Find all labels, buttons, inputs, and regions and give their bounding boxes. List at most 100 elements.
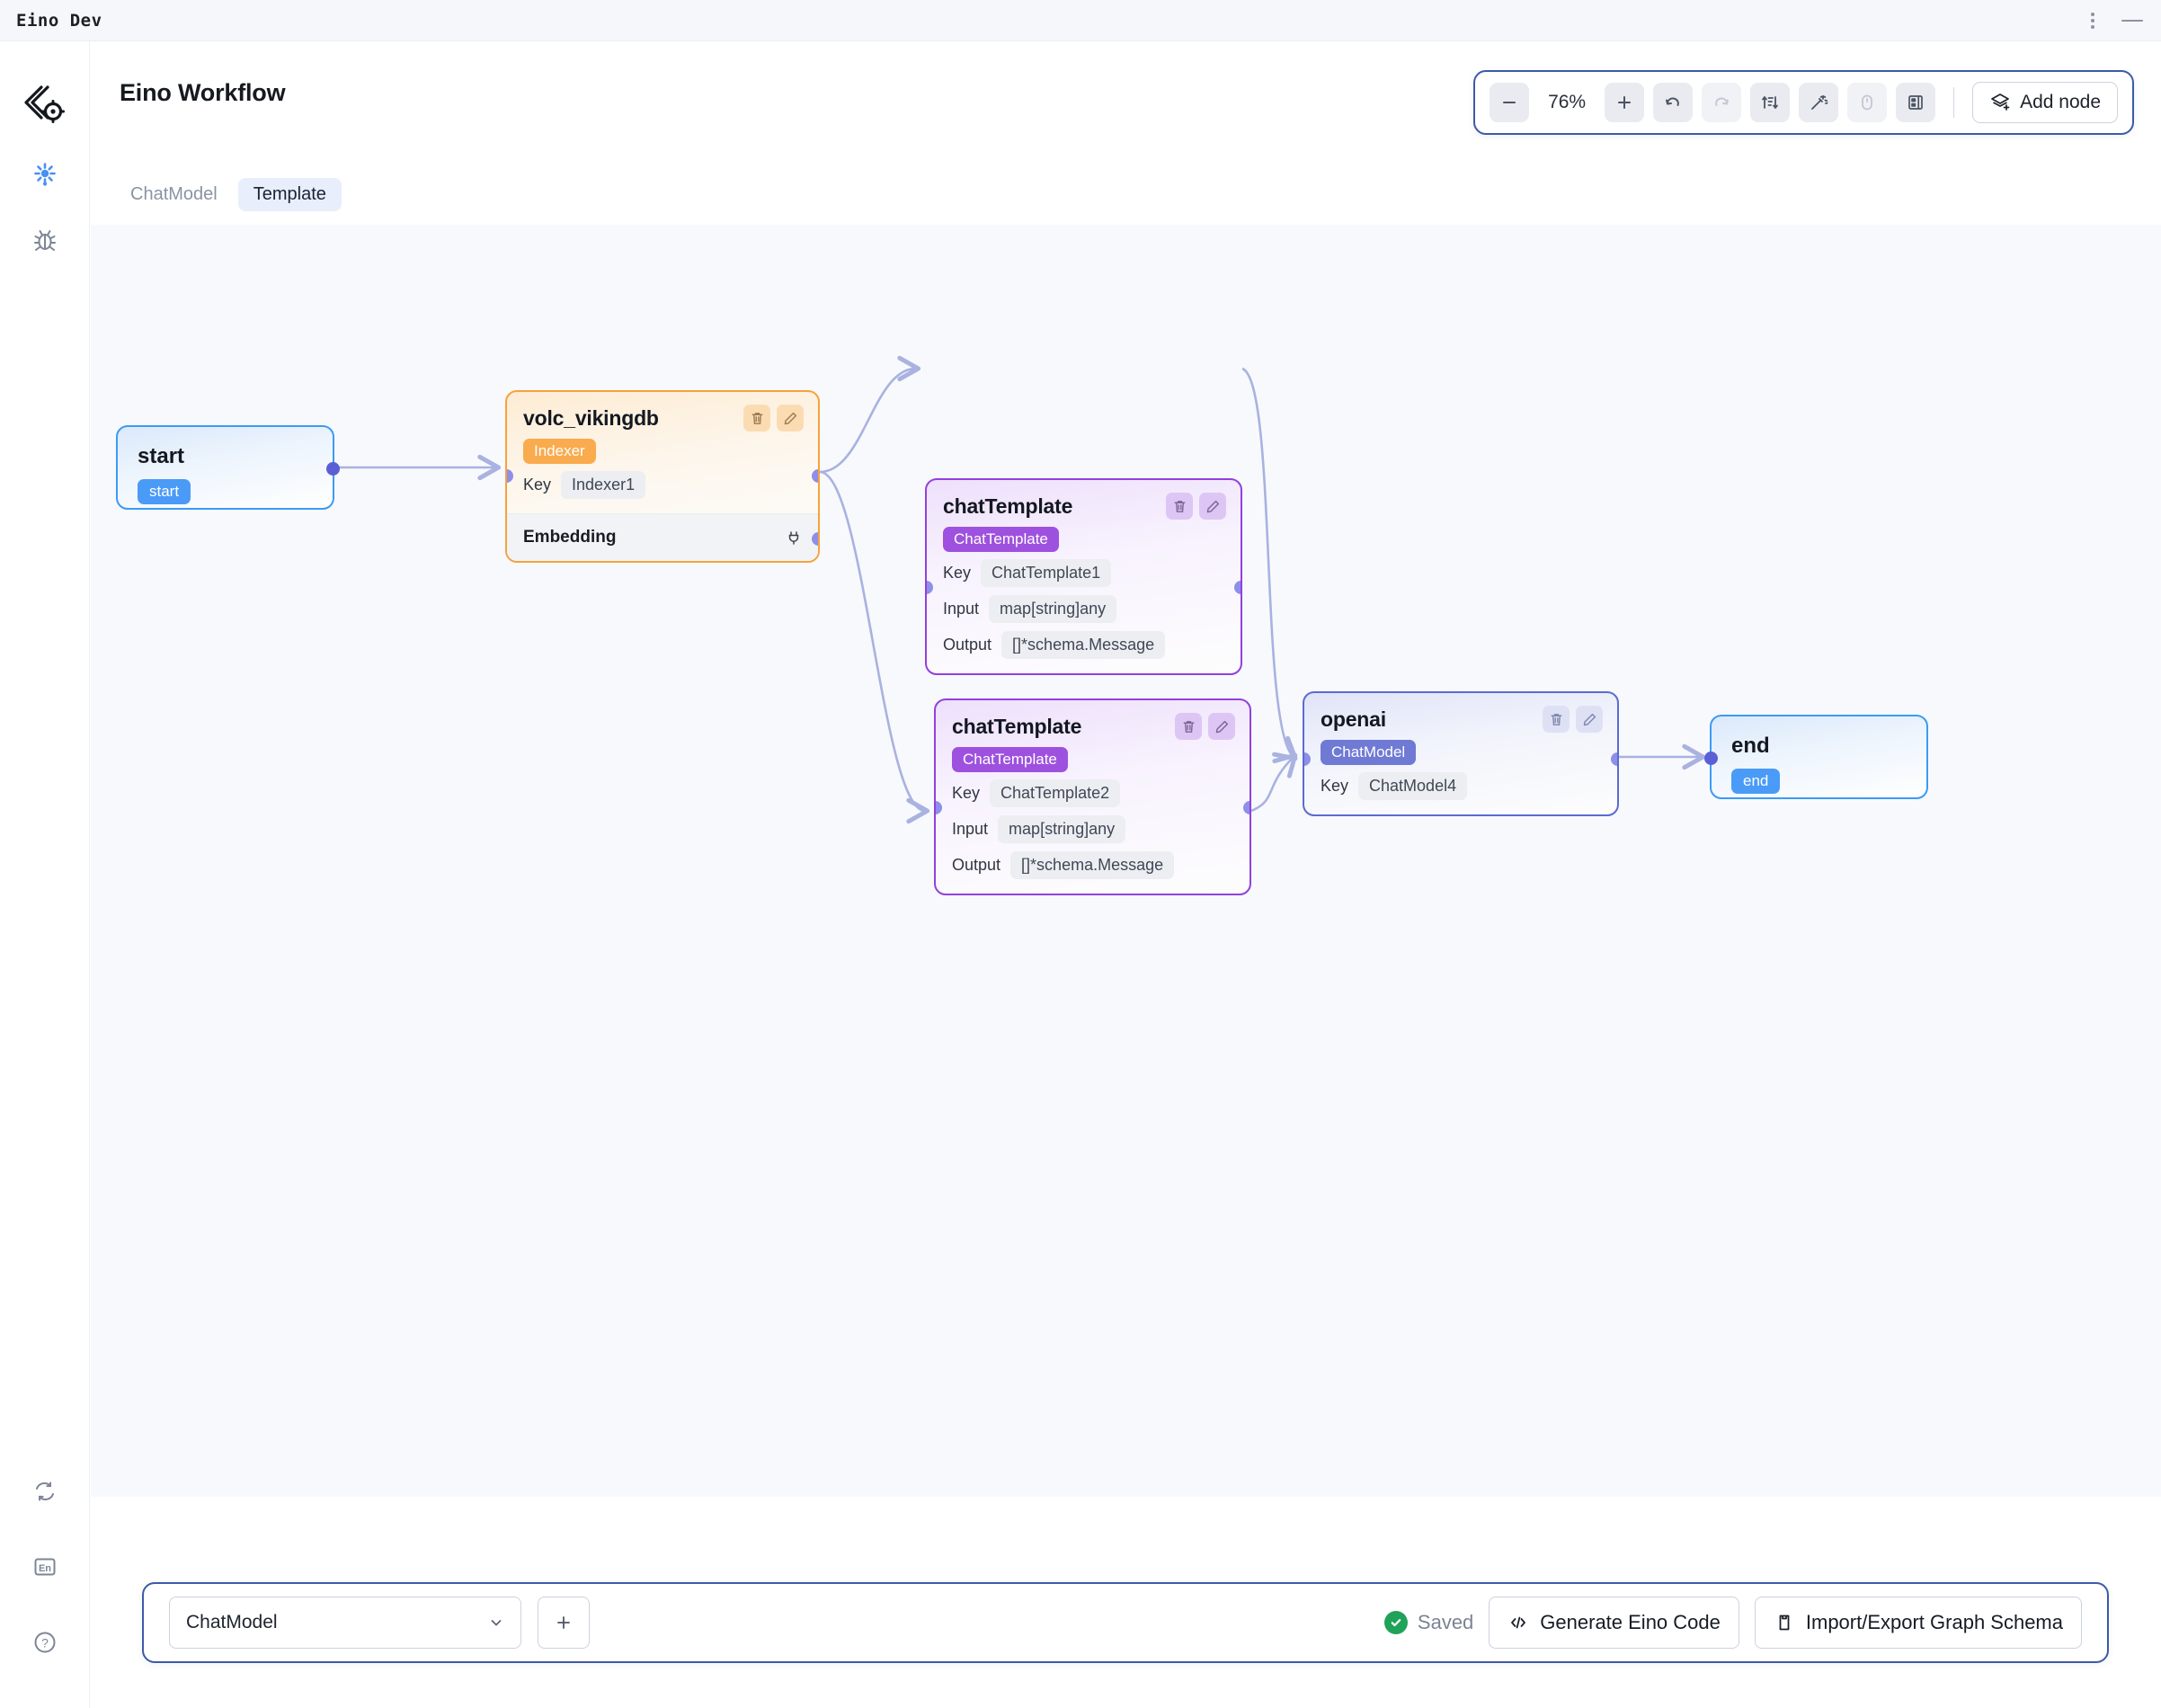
add-node-label: Add node xyxy=(2020,92,2101,112)
trash-icon[interactable] xyxy=(743,405,770,431)
check-circle-icon xyxy=(1383,1611,1408,1634)
node-chattemplate-2-badge: ChatTemplate xyxy=(952,747,1068,772)
row-label: Key xyxy=(1321,777,1349,795)
node-section-label: Embedding xyxy=(523,528,617,547)
layers-add-icon xyxy=(1989,92,2011,113)
undo-button[interactable] xyxy=(1653,83,1694,122)
zoom-level-label: 76% xyxy=(1548,92,1587,112)
node-end-badge: end xyxy=(1731,769,1781,795)
node-row: Key ChatTemplate2 xyxy=(952,779,1233,807)
clipboard-icon xyxy=(1774,1612,1795,1633)
redo-button[interactable] xyxy=(1702,83,1742,122)
handle-vikingdb-in[interactable] xyxy=(507,469,513,483)
chevron-down-icon xyxy=(488,1615,504,1631)
handle-chattemplate-1-out[interactable] xyxy=(1234,581,1241,594)
sidebar-item-debug[interactable] xyxy=(30,225,60,255)
sidebar-nav xyxy=(0,158,90,255)
add-node-button[interactable]: Add node xyxy=(1972,82,2118,123)
row-label: Input xyxy=(952,820,989,838)
kebab-menu-icon[interactable] xyxy=(2084,7,2102,34)
node-section-embedding[interactable]: Embedding xyxy=(507,513,818,561)
handle-openai-out[interactable] xyxy=(1611,752,1617,766)
help-circle-icon[interactable]: ? xyxy=(30,1627,60,1658)
window-controls xyxy=(2084,0,2148,41)
zoom-in-button[interactable] xyxy=(1605,83,1645,122)
handle-vikingdb-out[interactable] xyxy=(812,469,818,483)
edge-chattemplate1-to-openai xyxy=(1241,367,1298,761)
node-openai[interactable]: openai ChatModel Key ChatMod xyxy=(1303,691,1619,816)
sync-icon[interactable] xyxy=(30,1476,60,1507)
bottom-action-bar: ChatModel Saved Generate Eino Code xyxy=(142,1582,2109,1663)
node-volc-vikingdb[interactable]: volc_vikingdb Indexer Key In xyxy=(505,390,820,563)
node-start-title: start xyxy=(138,444,185,468)
svg-text:En: En xyxy=(39,1563,51,1574)
mouse-button[interactable] xyxy=(1847,83,1888,122)
row-value: []*schema.Message xyxy=(1010,851,1175,879)
node-type-select-value: ChatModel xyxy=(186,1612,278,1632)
pencil-icon[interactable] xyxy=(1199,493,1226,520)
node-row: Output []*schema.Message xyxy=(943,631,1224,659)
add-node-type-button[interactable] xyxy=(538,1597,590,1649)
handle-chattemplate-2-in[interactable] xyxy=(936,801,942,814)
import-export-schema-button[interactable]: Import/Export Graph Schema xyxy=(1754,1597,2082,1649)
node-chattemplate-2[interactable]: chatTemplate ChatTemplate Key xyxy=(934,698,1251,895)
handle-end-in[interactable] xyxy=(1704,752,1718,765)
handle-start-out[interactable] xyxy=(326,462,340,476)
pencil-icon[interactable] xyxy=(1576,706,1603,733)
bottom-bar-right: Saved Generate Eino Code Import/Export G… xyxy=(1383,1597,2082,1649)
left-sidebar: En ? xyxy=(0,41,90,1708)
handle-chattemplate-1-in[interactable] xyxy=(927,581,933,594)
page-title: Eino Workflow xyxy=(120,79,286,106)
row-value: map[string]any xyxy=(989,595,1117,623)
pencil-icon[interactable] xyxy=(777,405,804,431)
code-icon xyxy=(1507,1612,1529,1633)
svg-text:?: ? xyxy=(41,1636,49,1650)
handle-vikingdb-embedding-out[interactable] xyxy=(812,532,818,546)
node-openai-rows: Key ChatModel4 xyxy=(1304,765,1617,814)
node-actions xyxy=(1166,493,1226,520)
trash-icon[interactable] xyxy=(1543,706,1570,733)
node-start[interactable]: start start xyxy=(116,425,340,510)
trash-icon[interactable] xyxy=(1166,493,1193,520)
node-row: Key ChatModel4 xyxy=(1321,772,1601,800)
node-chattemplate-1-badge: ChatTemplate xyxy=(943,527,1059,552)
node-row: Input map[string]any xyxy=(943,595,1224,623)
row-value: map[string]any xyxy=(998,815,1126,843)
row-value: ChatTemplate2 xyxy=(990,779,1121,807)
node-row: Key ChatTemplate1 xyxy=(943,559,1224,587)
panel-layout-button[interactable] xyxy=(1896,83,1936,122)
tab-chatmodel[interactable]: ChatModel xyxy=(130,184,218,204)
node-row: Key Indexer1 xyxy=(523,471,802,499)
node-chattemplate-1-title: chatTemplate xyxy=(943,494,1073,518)
zoom-out-button[interactable] xyxy=(1490,83,1530,122)
node-end[interactable]: end end xyxy=(1704,715,1928,799)
handle-openai-in[interactable] xyxy=(1304,752,1311,766)
row-value: ChatModel4 xyxy=(1358,772,1468,800)
plus-icon xyxy=(554,1613,574,1632)
workflow-canvas[interactable]: start start volc_vikingdb Index xyxy=(91,225,2161,1497)
language-en-icon[interactable]: En xyxy=(30,1552,60,1582)
row-value: []*schema.Message xyxy=(1001,631,1166,659)
tab-template[interactable]: Template xyxy=(237,178,342,211)
node-volc-vikingdb-rows: Key Indexer1 xyxy=(507,464,818,513)
node-type-select[interactable]: ChatModel xyxy=(169,1597,521,1649)
pencil-icon[interactable] xyxy=(1208,713,1235,740)
node-chattemplate-1[interactable]: chatTemplate ChatTemplate Key xyxy=(925,478,1242,675)
edge-vikingdb-to-chattemplate1 xyxy=(819,355,921,474)
magic-wand-button[interactable] xyxy=(1799,83,1839,122)
row-value: ChatTemplate1 xyxy=(981,559,1112,587)
status-badge: Saved xyxy=(1383,1611,1473,1634)
handle-chattemplate-2-out[interactable] xyxy=(1243,801,1249,814)
minimize-icon[interactable] xyxy=(2121,20,2143,22)
sidebar-bottom-nav: En ? xyxy=(0,1476,90,1658)
sidebar-item-graph[interactable] xyxy=(30,158,60,189)
node-actions xyxy=(1543,706,1603,733)
trash-icon[interactable] xyxy=(1175,713,1202,740)
auto-layout-button[interactable] xyxy=(1750,83,1791,122)
node-actions xyxy=(743,405,804,431)
node-end-title: end xyxy=(1731,734,1770,758)
node-openai-title: openai xyxy=(1321,707,1386,731)
generate-eino-code-button[interactable]: Generate Eino Code xyxy=(1489,1597,1739,1649)
canvas-toolbar: 76% xyxy=(1473,70,2134,135)
row-label: Output xyxy=(952,856,1001,874)
